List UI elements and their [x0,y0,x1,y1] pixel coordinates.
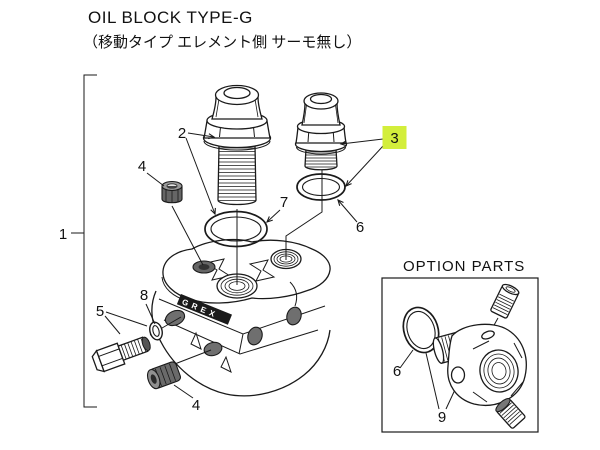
callout-labels: 1 2 3 4 4 5 6 7 8 6 9 [59,125,446,426]
block-port-front [203,341,223,357]
callout-3-highlighted[interactable]: 3 [382,126,407,149]
part-4-cap-bottom [146,361,181,390]
block-port-left [164,309,186,327]
callout-1-bracket [71,74,97,408]
leader-lines [104,132,460,410]
block-port-right-upper [286,306,302,326]
option-oring [402,306,440,354]
title-line2: （移動タイプ エレメント側 サーモ無し） [83,34,362,51]
callout-6-option: 6 [393,363,401,380]
oil-block-body: GREX [151,238,331,397]
block-hole-top-left [192,260,216,274]
option-parts-title: OPTION PARTS [403,258,525,275]
callout-4-bottom: 4 [192,397,200,414]
option-adapter-threaded-hole [479,349,519,393]
callout-3[interactable]: 3 [390,130,398,147]
option-adapter-port [450,366,466,384]
callout-9: 9 [438,409,446,426]
callout-8: 8 [140,287,148,304]
callout-1: 1 [59,226,67,243]
part-2-center-fitting [202,84,272,206]
option-plug-top [490,283,520,319]
block-port-right-lower [247,326,263,346]
option-adapter [432,323,527,406]
callout-6-main: 6 [356,219,364,236]
callout-4-top: 4 [138,158,146,175]
page-title: OIL BLOCK TYPE-G （移動タイプ エレメント側 サーモ無し） [83,8,361,52]
top-plate-cutout-right [248,259,276,282]
part-7-oring [204,210,268,248]
title-line1: OIL BLOCK TYPE-G [88,8,253,27]
callout-3-highlight-box[interactable] [382,126,407,149]
part-6-oring-main [296,173,346,201]
callout-7: 7 [280,194,288,211]
part-8-washer [149,321,163,341]
callout-2: 2 [178,125,186,142]
callout-5: 5 [96,303,104,320]
part-3-right-fitting [294,92,348,171]
option-plug-bottom [495,397,526,429]
part-4-cap-top [161,180,183,204]
part-5-hex-plug [91,336,151,373]
option-parts-section: OPTION PARTS [381,258,539,433]
option-parts-frame [381,277,539,433]
